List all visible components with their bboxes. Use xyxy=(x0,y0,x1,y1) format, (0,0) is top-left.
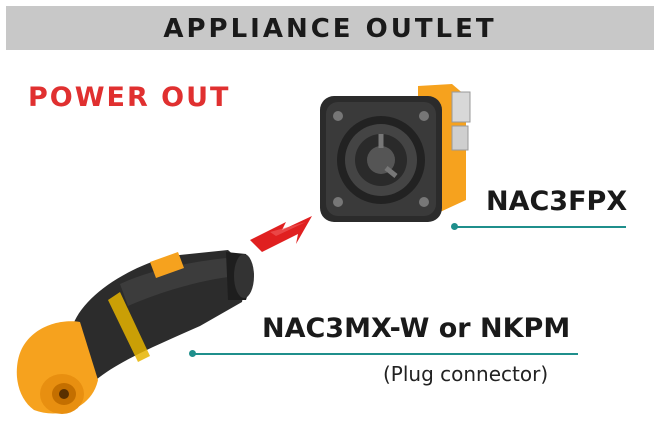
plug-description: (Plug connector) xyxy=(383,362,549,386)
plug-model-label: NAC3MX-W or NKPM xyxy=(262,313,571,344)
socket-model-label: NAC3FPX xyxy=(486,186,628,217)
plug-leader-dot xyxy=(189,350,196,357)
header-bar: APPLIANCE OUTLET xyxy=(6,6,654,50)
header-title: APPLIANCE OUTLET xyxy=(163,14,497,44)
plug-connector-image xyxy=(16,250,254,414)
plug-leader-line xyxy=(194,353,578,355)
socket-leader-dot xyxy=(451,223,458,230)
section-heading: POWER OUT xyxy=(28,82,231,113)
socket-leader-line xyxy=(456,226,626,228)
power-outlet-socket-image xyxy=(320,84,471,222)
direction-arrow-icon xyxy=(250,216,312,252)
